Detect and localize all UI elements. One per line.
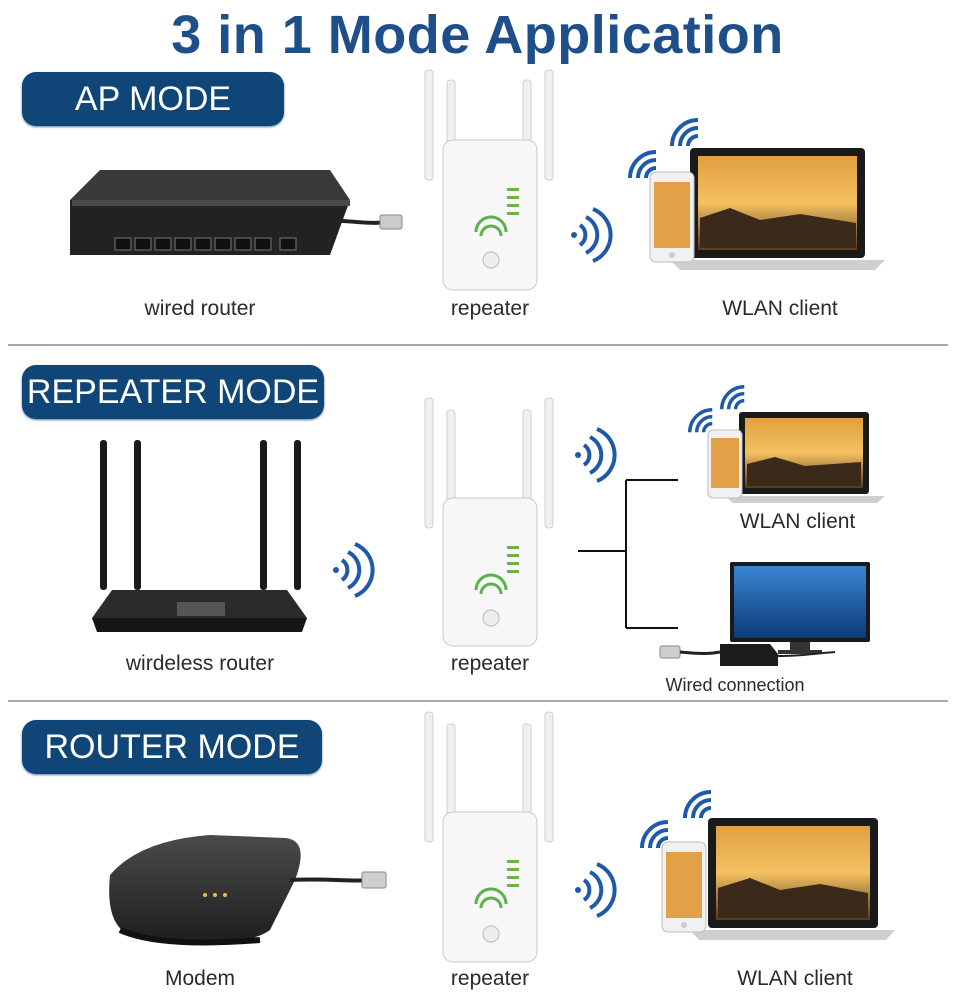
wifi-signal-icon [720,385,745,410]
phone-icon [649,171,695,263]
repeater-label: repeater [450,967,530,990]
wifi-signal-icon [628,150,657,179]
phone-icon [707,429,743,499]
wireless-router-label: wirdeless router [125,652,275,675]
wlan-client-label: WLAN client [739,510,856,533]
wifi-signal-icon [333,542,375,598]
connection-lines [578,479,678,629]
repeater-label: repeater [450,652,530,675]
page-title: 3 in 1 Mode Application [171,5,784,65]
ethernet-cable-icon [659,644,836,666]
repeater-mode-label: REPEATER MODE [26,372,320,411]
modem-label: Modem [164,967,236,990]
wifi-signal-icon [683,790,712,819]
wlan-client-label: WLAN client [722,297,838,320]
wifi-signal-icon [575,862,617,918]
ap-mode-label: AP MODE [74,79,232,118]
wifi-signal-icon [575,427,617,483]
wireless-router-icon [92,440,307,632]
wifi-signal-icon [640,820,669,849]
section-divider [8,700,948,702]
wifi-signal-icon [571,207,613,263]
laptop-icon [690,818,895,940]
modem-icon [109,835,387,946]
repeater-mode-badge: REPEATER MODE [22,365,324,419]
router-mode-label: ROUTER MODE [44,727,300,766]
laptop-icon [670,148,885,270]
phone-icon [661,841,707,933]
wifi-signal-icon [688,408,713,433]
ap-mode-badge: AP MODE [22,72,284,126]
section-divider [8,344,948,346]
repeater-label: repeater [450,297,530,320]
wifi-signal-icon [670,118,699,147]
router-mode-badge: ROUTER MODE [22,720,322,774]
wired-router-icon [70,170,403,255]
wired-connection-label: Wired connection [665,675,805,695]
wlan-client-label: WLAN client [737,967,853,990]
repeater-icon [424,397,554,647]
monitor-icon [730,562,870,654]
repeater-icon [424,711,554,963]
wired-router-label: wired router [144,297,256,320]
repeater-icon [424,69,554,291]
laptop-icon [725,412,885,503]
